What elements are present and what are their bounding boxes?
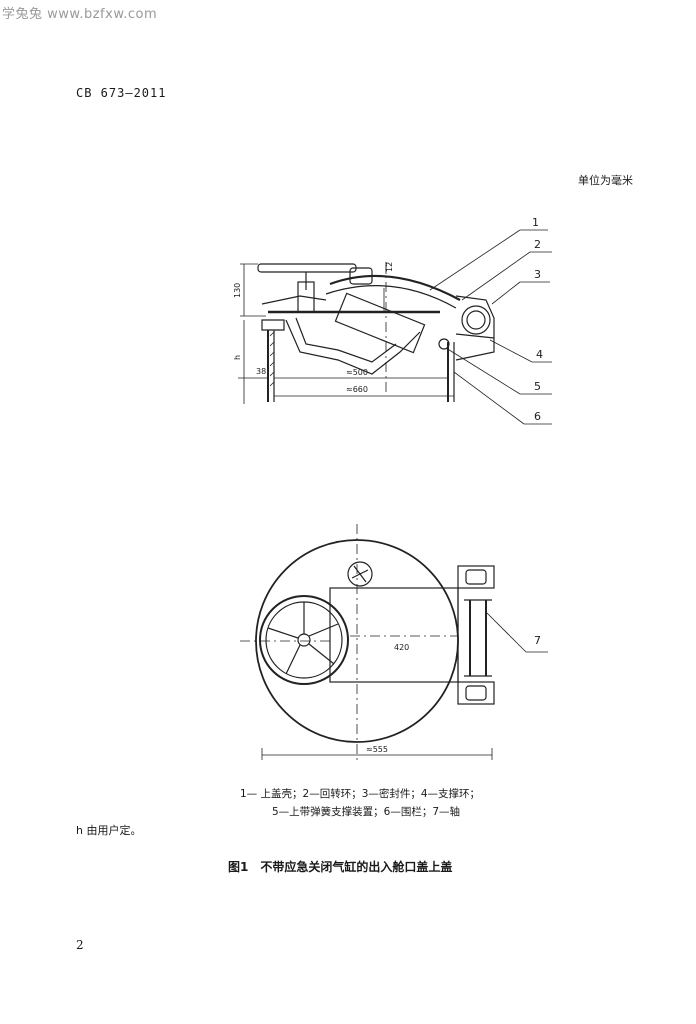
dim-555: ≈555 [366,745,388,754]
callout-3: 3 [534,268,541,281]
callout-6: 6 [534,410,541,423]
unit-note: 单位为毫米 [578,174,633,187]
dim-660: ≈660 [346,385,368,394]
callout-5: 5 [534,380,541,393]
dim-12: 12 [385,262,394,272]
standard-number: CB 673—2011 [76,86,167,100]
figure-caption: 图1 不带应急关闭气缸的出入舱口盖上盖 [228,860,453,874]
dim-h: h [233,355,242,360]
dim-420: 420 [394,643,409,652]
callout-7: 7 [534,634,541,647]
side-view [257,262,495,402]
dim-500: ≈500 [346,368,368,377]
legend-line-1: 1— 上盖壳；2—回转环；3—密封件；4—支撑环； [240,788,481,800]
footnote: h 由用户定。 [76,824,142,837]
page-number: 2 [76,938,84,952]
watermark: 学兔兔 www.bzfxw.com [2,7,158,22]
dim-38: 38 [256,367,266,376]
legend-line-2: 5—上带弹簧支撑装置；6—围栏；7—轴 [272,806,461,818]
callout-4: 4 [536,348,543,361]
callout-1: 1 [532,216,539,229]
dim-130: 130 [233,283,242,298]
callout-2: 2 [534,238,541,251]
plan-view [240,524,495,760]
